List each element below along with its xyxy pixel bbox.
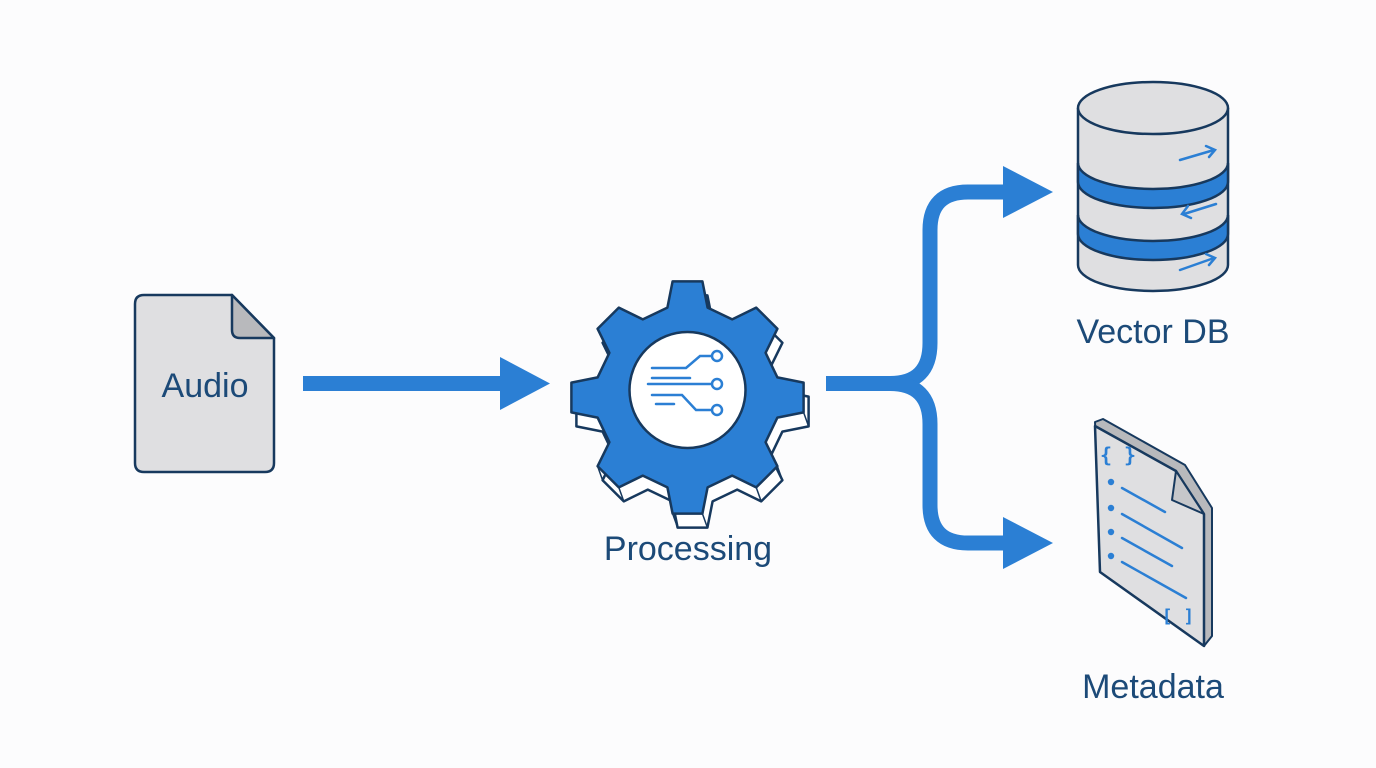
braces-glyph: { }	[1100, 443, 1136, 467]
document-icon: { } [ ]	[1093, 418, 1213, 648]
arrowhead-icon	[1003, 517, 1053, 569]
arrowhead-icon	[1003, 166, 1053, 218]
arrow-right-icon	[1178, 148, 1216, 162]
gear-icon	[570, 280, 810, 529]
database-icon	[1076, 80, 1230, 293]
arrowhead-icon	[500, 357, 550, 410]
edge-audio-to-processing	[303, 357, 550, 410]
processing-label: Processing	[604, 530, 772, 568]
brackets-glyph: [ ]	[1162, 606, 1195, 627]
arrow-left-icon	[1182, 202, 1218, 216]
audio-label: Audio	[162, 367, 249, 405]
edge-processing-branch	[826, 166, 1053, 569]
file-icon	[133, 293, 276, 474]
vector-db-label: Vector DB	[1076, 313, 1229, 351]
list-lines	[1107, 478, 1188, 600]
circuit-icon	[646, 349, 724, 417]
arrow-right-icon	[1178, 256, 1216, 272]
node-processing: Processing	[570, 280, 810, 568]
node-vector-db: Vector DB	[1076, 80, 1230, 351]
node-metadata: { } [ ] Metadata	[1082, 418, 1224, 706]
metadata-label: Metadata	[1082, 668, 1224, 706]
node-audio: Audio	[133, 293, 276, 474]
